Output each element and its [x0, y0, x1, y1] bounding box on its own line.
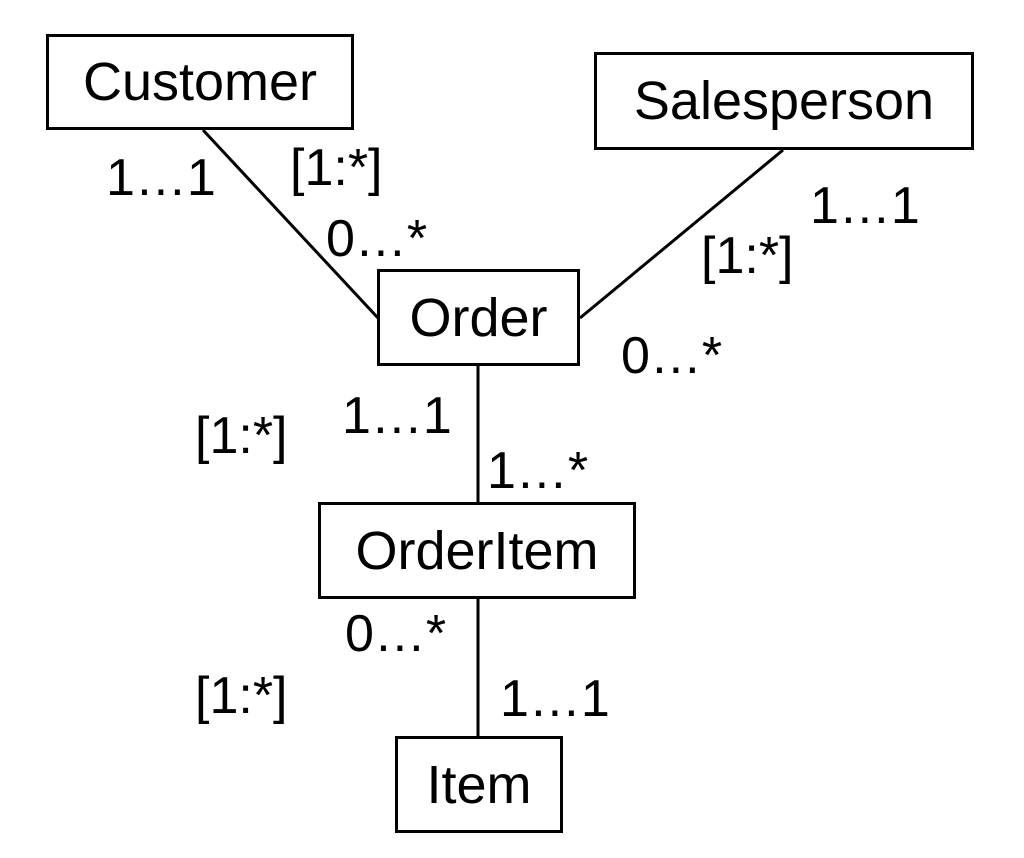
entity-order-label: Order — [409, 287, 548, 348]
entity-item[interactable]: Item — [395, 736, 563, 833]
entity-orderitem-label: OrderItem — [355, 520, 599, 581]
customer-order-customer-multiplicity: 1…1 — [106, 149, 216, 207]
connector-customer-order — [201, 128, 380, 320]
salesperson-order-cardinality: [1:*] — [701, 227, 794, 285]
entity-order[interactable]: Order — [377, 269, 580, 366]
salesperson-order-order-multiplicity: 0…* — [621, 327, 723, 385]
order-orderitem-cardinality: [1:*] — [195, 407, 288, 465]
entity-orderitem[interactable]: OrderItem — [318, 502, 636, 599]
orderitem-item-orderitem-multiplicity: 0…* — [345, 605, 447, 663]
order-orderitem-order-multiplicity: 1…1 — [342, 387, 452, 445]
customer-order-cardinality: [1:*] — [290, 139, 383, 197]
salesperson-order-salesperson-multiplicity: 1…1 — [810, 177, 920, 235]
entity-salesperson[interactable]: Salesperson — [594, 52, 974, 150]
orderitem-item-item-multiplicity: 1…1 — [500, 670, 610, 728]
connector-salesperson-order — [579, 148, 784, 320]
customer-order-order-multiplicity: 0…* — [326, 210, 428, 268]
orderitem-item-cardinality: [1:*] — [195, 667, 288, 725]
entity-salesperson-label: Salesperson — [633, 71, 935, 131]
order-orderitem-orderitem-multiplicity: 1…* — [487, 442, 589, 500]
entity-item-label: Item — [426, 754, 532, 815]
entity-customer[interactable]: Customer — [46, 34, 354, 130]
entity-customer-label: Customer — [82, 52, 318, 112]
